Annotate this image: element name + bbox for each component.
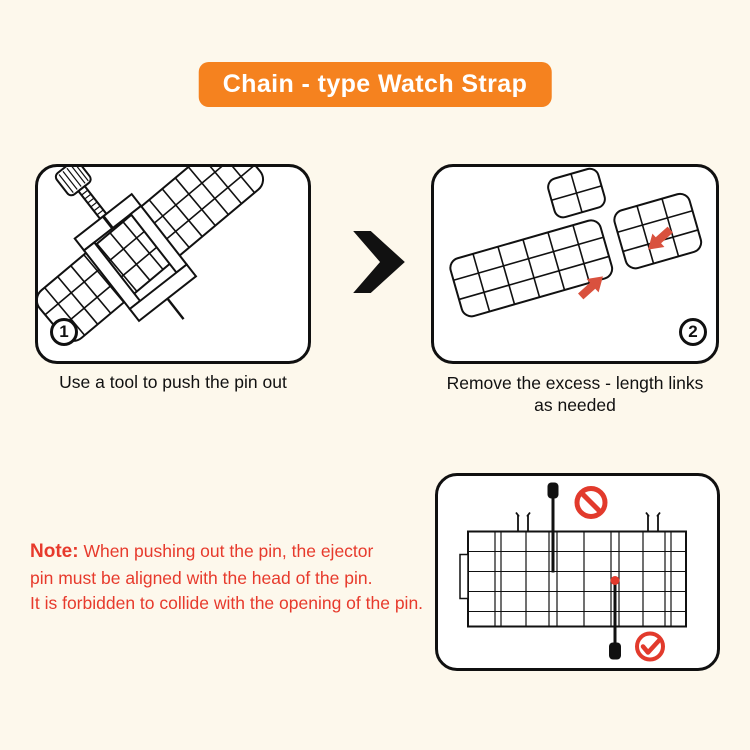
note-text: When pushing out the pin, the ejector	[83, 541, 374, 561]
note-line: Note: When pushing out the pin, the ejec…	[30, 539, 470, 566]
note-line: It is forbidden to collide with the open…	[30, 592, 424, 613]
fork-pin	[645, 511, 661, 532]
ejector-pin-bottom	[609, 584, 621, 660]
pin-alignment-illustration	[459, 482, 687, 662]
pushed-pin	[166, 297, 185, 320]
step1-caption: Use a tool to push the pin out	[59, 372, 287, 392]
ejector-tip	[102, 215, 114, 230]
ejector-pin-top	[547, 482, 559, 573]
step1-panel: 1	[35, 164, 311, 364]
step2-number-badge: 2	[679, 318, 707, 346]
note-line: pin must be aligned with the head of the…	[30, 567, 373, 588]
red-arrow-icon	[578, 276, 603, 300]
step2-caption-line1: Remove the excess - length links	[446, 373, 704, 393]
note-label: Note:	[30, 541, 79, 562]
step2-caption-line2: as needed	[534, 395, 616, 416]
page-title: Chain - type Watch Strap	[222, 70, 528, 98]
note: Note: When pushing out the pin, the ejec…	[30, 539, 470, 616]
check-circle-icon	[635, 631, 665, 662]
step2-panel: 2	[431, 164, 719, 364]
link-remover-tool	[54, 167, 198, 323]
step1-number: 1	[59, 322, 69, 341]
alignment-dot	[610, 576, 620, 585]
pin-removal-tool-illustration	[38, 167, 265, 342]
pin-alignment-detail-panel	[435, 473, 720, 671]
separated-links-illustration	[449, 167, 703, 318]
no-entry-icon	[574, 486, 608, 519]
step2-number: 2	[688, 322, 698, 341]
title-banner: Chain - type Watch Strap	[198, 62, 552, 107]
next-step-arrow-icon	[353, 231, 405, 293]
step2-caption: Remove the excess - length links as need…	[431, 372, 719, 417]
step1-number-badge: 1	[50, 318, 78, 346]
excess-link-piece	[613, 192, 703, 270]
fork-pin	[515, 511, 531, 532]
tool-frame	[73, 192, 198, 323]
red-arrow-icon	[648, 226, 673, 250]
removed-link-piece	[547, 167, 606, 219]
tool-screw	[77, 184, 108, 221]
main-strap-piece	[449, 219, 614, 318]
strap-cross-section	[459, 511, 687, 628]
